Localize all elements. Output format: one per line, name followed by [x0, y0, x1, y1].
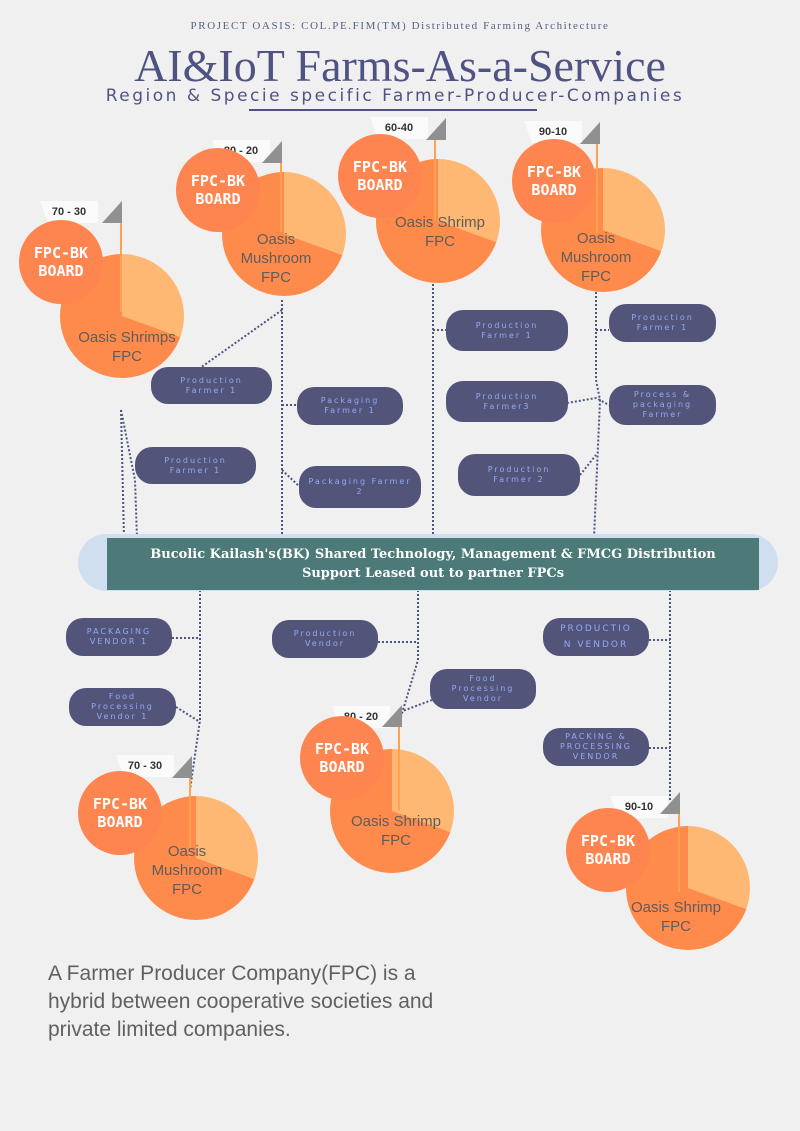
flag-icon — [426, 118, 446, 140]
shared-services-band: Bucolic Kailash's(BK) Shared Technology,… — [107, 538, 759, 590]
flag-pole — [678, 812, 680, 892]
project-kicker: PROJECT OASIS: COL.PE.FIM(TM) Distribute… — [190, 20, 610, 32]
fpc-definition-note: A Farmer Producer Company(FPC) is a hybr… — [48, 962, 434, 1041]
pill-production-farmer-3: Production Farmer3 — [446, 381, 568, 422]
pill-food-processing-vendor: Food Processing Vendor — [430, 669, 536, 709]
flag-icon — [262, 141, 282, 163]
flag-icon — [580, 122, 600, 144]
ratio-flag: 90-10 — [524, 121, 582, 143]
flag-pole — [189, 776, 191, 858]
flag-pole — [398, 725, 400, 810]
pill-production-vendor-right: PRODUCTIO N VENDOR — [543, 618, 649, 656]
pill-packing-processing-vendor: PACKING & PROCESSING VENDOR — [543, 728, 649, 766]
page-title: AI&IoT Farms-As-a-Service — [134, 40, 666, 91]
flag-pole — [434, 140, 436, 220]
fpc-name: Oasis Mushroom FPC — [151, 843, 223, 898]
fpc-name: Oasis Shrimps FPC — [78, 329, 176, 365]
pill-production-farmer-right: Production Farmer 1 — [609, 304, 716, 342]
board-circle: FPC-BK BOARD — [566, 808, 650, 892]
pill-production-farmer-left-b: Production Farmer 1 — [135, 447, 256, 484]
flag-icon — [102, 201, 122, 223]
flag-pole — [120, 220, 122, 312]
flag-pole — [596, 143, 598, 233]
pill-packaging-vendor-1: PACKAGING VENDOR 1 — [66, 618, 172, 656]
board-circle: FPC-BK BOARD — [19, 220, 103, 304]
board-circle: FPC-BK BOARD — [512, 139, 596, 223]
flag-icon — [660, 792, 680, 814]
pill-food-processing-vendor-1: Food Processing Vendor 1 — [69, 688, 176, 726]
board-circle: FPC-BK BOARD — [300, 716, 384, 800]
ratio-flag: 60-40 — [370, 117, 428, 139]
board-circle: FPC-BK BOARD — [338, 134, 422, 218]
pill-production-farmer-2: Production Farmer 2 — [458, 454, 580, 496]
fpc-name: Oasis Shrimp FPC — [394, 214, 486, 250]
board-circle: FPC-BK BOARD — [78, 771, 162, 855]
flag-pole — [280, 162, 282, 232]
board-circle: FPC-BK BOARD — [176, 148, 260, 232]
pill-production-farmer-mid: Production Farmer 1 — [446, 310, 568, 351]
fpc-name: Oasis Shrimp FPC — [630, 899, 722, 935]
pill-packaging-farmer-2: Packaging Farmer 2 — [299, 466, 421, 508]
page-subtitle: Region & Specie specific Farmer-Producer… — [105, 86, 685, 106]
flag-icon — [382, 705, 402, 727]
pill-packaging-farmer-1: Packaging Farmer 1 — [297, 387, 403, 425]
fpc-name: Oasis Mushroom FPC — [240, 231, 312, 286]
fpc-name: Oasis Mushroom FPC — [560, 230, 632, 285]
flag-icon — [172, 756, 192, 778]
title-underline — [249, 109, 537, 111]
pill-process-packaging-farmer: Process & packaging Farmer — [609, 385, 716, 425]
fpc-name: Oasis Shrimp FPC — [350, 813, 442, 849]
ratio-flag: 70 - 30 — [40, 201, 98, 223]
pill-production-farmer-left-a: Production Farmer 1 — [151, 367, 272, 404]
pill-production-vendor: Production Vendor — [272, 620, 378, 658]
